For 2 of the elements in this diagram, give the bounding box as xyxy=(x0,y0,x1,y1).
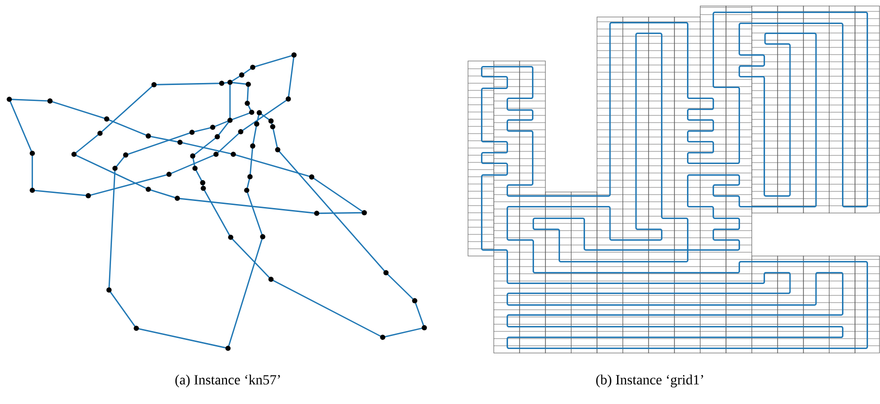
caption: (a) Instance ‘kn57’ xyxy=(175,374,280,388)
caption: (b) Instance ‘grid1’ xyxy=(596,374,704,388)
